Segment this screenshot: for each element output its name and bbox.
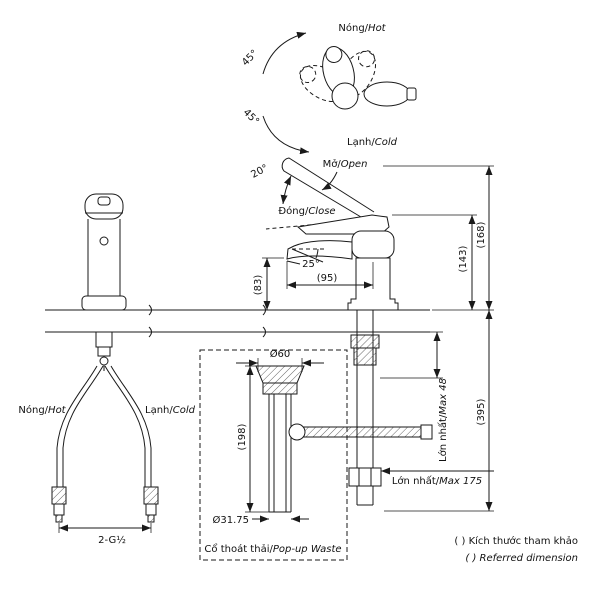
label-swing-45-lower: 45° xyxy=(241,107,261,127)
waste-flange xyxy=(255,365,305,384)
lever-closed xyxy=(296,214,390,235)
spout xyxy=(286,240,353,260)
label-hot-hose: Nóng/Hot xyxy=(18,404,66,416)
dim-pipe-dia-3175: Ø31.75 xyxy=(213,514,250,526)
label-swing-45-upper: 45° xyxy=(240,48,260,68)
dim-closed-height-143: (143) xyxy=(458,245,469,272)
rod-ball-joint xyxy=(288,423,306,441)
label-popup-waste: Cổ thoát thải/Pop-up Waste xyxy=(204,542,341,555)
label-cold-hose: Lạnh/Cold xyxy=(145,405,196,416)
legend-referred-dimension-en: ( ) Referred dimension xyxy=(465,553,578,564)
label-hot-top: Nóng/Hot xyxy=(338,22,386,34)
label-cold-top: Lạnh/Cold xyxy=(347,137,398,148)
faucet-front-view xyxy=(51,193,159,533)
legend-referred-dimension-vi: ( ) Kích thước tham khảo xyxy=(454,535,578,547)
label-open: Mở/Open xyxy=(323,158,368,170)
mounting-nut xyxy=(348,467,382,487)
label-lift-angle-20: 20° xyxy=(249,163,270,181)
dim-spout-height-83: (83) xyxy=(253,275,264,296)
cartridge-dome xyxy=(351,230,395,259)
dim-total-depth-395: (395) xyxy=(476,398,487,425)
popup-rod xyxy=(296,426,424,438)
logo-mark xyxy=(99,236,109,246)
lever-open-close-view xyxy=(265,157,375,230)
spout-top-view xyxy=(363,81,411,107)
detail-boundary-box xyxy=(199,349,348,561)
dim-waste-length-198: (198) xyxy=(237,423,248,450)
supply-hoses xyxy=(51,365,159,523)
dim-max-deck-48: Lớn nhất/Max 48 xyxy=(437,378,449,462)
dim-spout-reach-95: (95) xyxy=(317,273,338,284)
dim-flange-dia-60: Ø60 xyxy=(270,348,291,360)
label-close: Đóng/Close xyxy=(278,205,335,217)
cartridge-pivot xyxy=(331,82,359,110)
dim-open-height-168: (168) xyxy=(476,221,487,248)
top-view-handle-swing xyxy=(262,31,417,155)
faucet-side-view xyxy=(262,165,494,311)
label-spout-angle-25: 25° xyxy=(302,259,320,270)
under-counter-shank xyxy=(348,310,494,512)
dim-hose-connection: 2-G½ xyxy=(98,534,126,546)
dim-max-rod-175: Lớn nhất/Max 175 xyxy=(392,475,482,487)
popup-waste-detail xyxy=(199,349,433,561)
